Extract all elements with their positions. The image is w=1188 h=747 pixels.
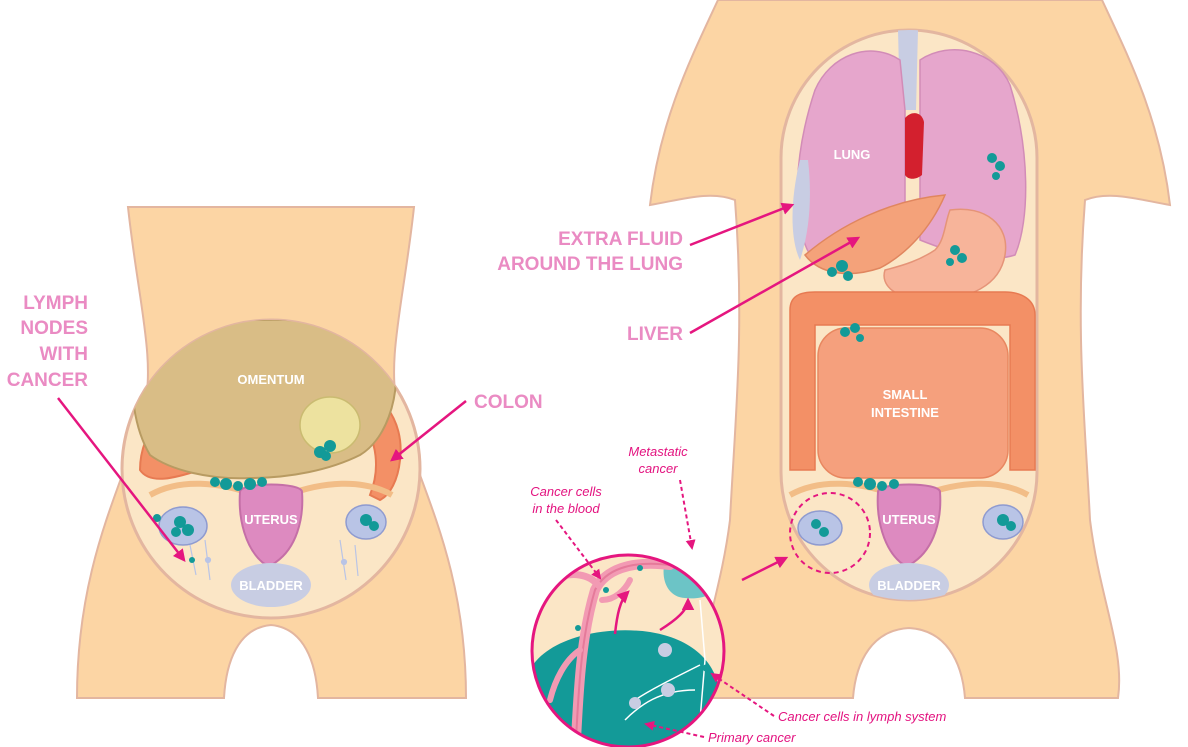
small-intestine-label-line2: INTESTINE	[871, 405, 939, 420]
left-uterus-label: UTERUS	[244, 512, 298, 527]
heart	[905, 113, 924, 179]
metastatic-label-line2: cancer	[638, 461, 678, 476]
right-bladder-label: BLADDER	[877, 578, 941, 593]
primary-tumour-mass	[530, 630, 720, 747]
blood-label-line1: Cancer cells	[530, 484, 602, 499]
lung-label: LUNG	[834, 147, 871, 162]
extra-fluid-label-line1: EXTRA FLUID	[558, 229, 683, 250]
blood-label-line2: in the blood	[532, 501, 600, 516]
lymph-nodes-label-line4: CANCER	[7, 370, 89, 391]
extra-fluid-label-line2: AROUND THE LUNG	[497, 254, 683, 275]
right-ovary-left	[798, 511, 842, 545]
lymph-nodes-label-line1: LYMPH	[23, 293, 88, 314]
left-body-figure: OMENTUM UTERUS BLADDER LYMPH NODES WITH …	[7, 207, 543, 698]
metastatic-leader	[680, 480, 692, 548]
metastatic-tumour	[664, 555, 722, 599]
metastatic-label-line1: Metastatic	[628, 444, 688, 459]
small-intestine	[818, 328, 1008, 478]
omentum-label: OMENTUM	[237, 372, 304, 387]
primary-cancer-label: Primary cancer	[708, 730, 796, 745]
right-uterus-label: UTERUS	[882, 512, 936, 527]
lymph-system-label: Cancer cells in lymph system	[778, 709, 946, 724]
liver-label: LIVER	[627, 324, 683, 345]
left-bladder-label: BLADDER	[239, 578, 303, 593]
colon-label: COLON	[474, 392, 543, 413]
lymph-nodes-label-line3: WITH	[39, 344, 88, 365]
small-intestine-label-line1: SMALL	[883, 387, 928, 402]
lymph-nodes-label-line2: NODES	[20, 318, 88, 339]
